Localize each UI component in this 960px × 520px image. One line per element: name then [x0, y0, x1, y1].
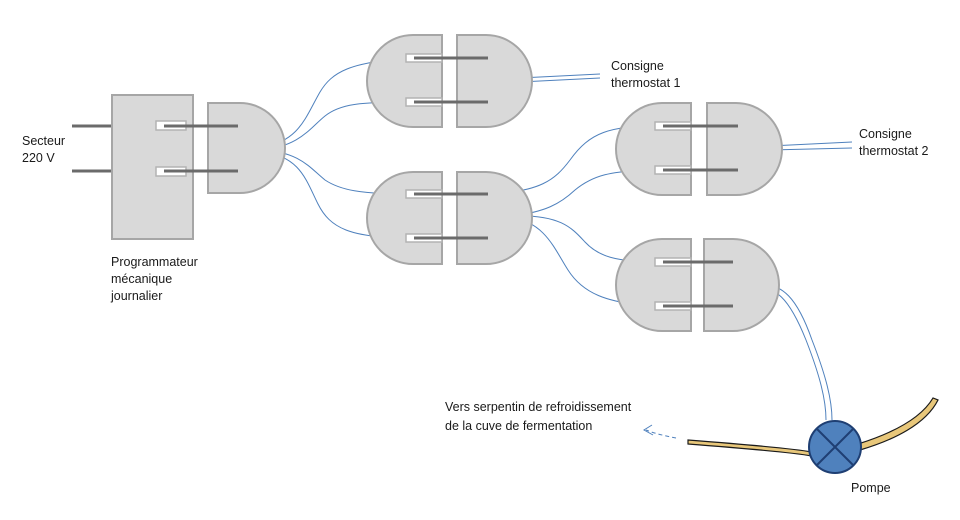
label-programmateur-1: Programmateur — [111, 255, 198, 269]
label-pompe: Pompe — [851, 481, 891, 495]
pump-cross-icon — [816, 428, 854, 466]
wire-to-plug-b-top — [261, 57, 411, 149]
plug-pair-splitter — [366, 171, 533, 265]
programmateur — [72, 94, 286, 240]
programmateur-plug — [207, 102, 286, 194]
label-consigne2-1: Consigne — [859, 127, 912, 141]
arrow-to-serpentin — [645, 429, 677, 439]
wire-to-plug-c-bottom — [261, 151, 411, 239]
labels: Secteur 220 V Programmateur mécanique jo… — [22, 59, 929, 495]
tube-left — [687, 439, 813, 457]
plug-d — [706, 102, 783, 196]
programmateur-box — [111, 94, 194, 240]
socket-c — [366, 171, 443, 265]
label-consigne1-2: thermostat 1 — [611, 76, 681, 90]
label-vers-1: Vers serpentin de refroidissement — [445, 400, 632, 414]
plug-e — [703, 238, 780, 332]
plug-pair-pompe — [615, 238, 780, 332]
plug-b — [456, 34, 533, 128]
plug-c — [456, 171, 533, 265]
label-consigne2-2: thermostat 2 — [859, 144, 929, 158]
label-consigne1-1: Consigne — [611, 59, 664, 73]
pump — [808, 420, 862, 474]
label-programmateur-2: mécanique — [111, 272, 172, 286]
label-secteur-1: Secteur — [22, 134, 65, 148]
tube-right — [857, 397, 939, 451]
socket-b — [366, 34, 443, 128]
plug-pair-consigne2 — [615, 102, 783, 196]
socket-e — [615, 238, 692, 332]
socket-d — [615, 102, 692, 196]
label-programmateur-3: journalier — [110, 289, 162, 303]
label-vers-2: de la cuve de fermentation — [445, 419, 592, 433]
label-secteur-2: 220 V — [22, 151, 55, 165]
plug-pair-consigne1 — [366, 34, 533, 128]
arrow-head — [643, 424, 654, 436]
